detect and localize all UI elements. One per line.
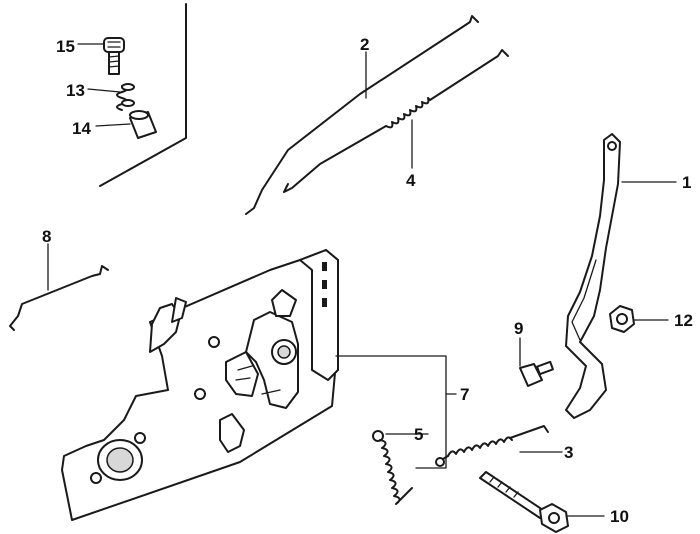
rod-part-4	[283, 49, 509, 193]
spring-part-5	[372, 430, 413, 505]
spring-part-13	[116, 83, 135, 111]
leader-lines	[47, 43, 677, 517]
nut-part-9	[519, 360, 554, 387]
group-divider-line	[99, 3, 187, 187]
rod-part-8	[9, 265, 109, 331]
lever-part-1	[565, 133, 621, 419]
nut-part-12	[609, 305, 635, 333]
spring-part-3	[435, 425, 549, 467]
callout-15: 15	[56, 37, 75, 56]
callout-3: 3	[564, 443, 573, 462]
callout-14: 14	[72, 119, 91, 138]
callout-4: 4	[406, 171, 416, 190]
callout-9: 9	[514, 319, 523, 338]
callout-12: 12	[674, 311, 693, 330]
callout-2: 2	[360, 35, 369, 54]
callout-5: 5	[414, 425, 423, 444]
callout-1: 1	[682, 173, 691, 192]
callout-7: 7	[460, 385, 469, 404]
collar-part-14	[129, 110, 157, 139]
control-base-part-7	[61, 249, 339, 521]
rod-part-2	[245, 15, 479, 215]
screw-part-15	[103, 37, 125, 75]
bolt-part-10	[479, 471, 569, 533]
callout-10: 10	[610, 507, 629, 526]
callout-13: 13	[66, 81, 85, 100]
callout-8: 8	[42, 227, 51, 246]
